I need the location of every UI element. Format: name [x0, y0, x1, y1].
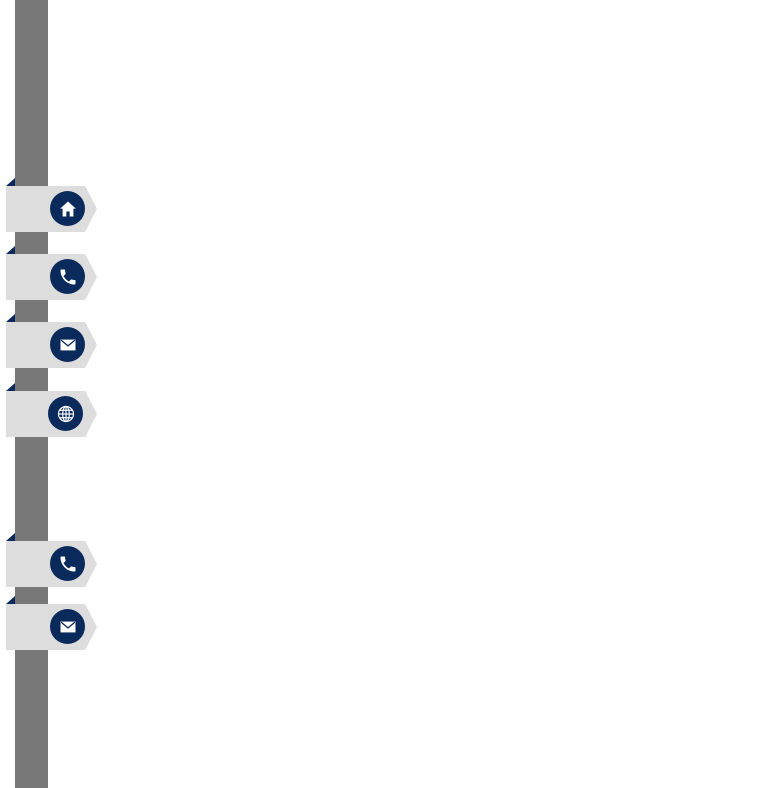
home-icon	[59, 201, 76, 216]
tab-fold-corner	[6, 596, 15, 604]
icon-badge	[50, 327, 85, 362]
tab-fold-corner	[6, 314, 15, 322]
icon-badge	[50, 546, 85, 581]
tab-phone[interactable]	[6, 246, 97, 300]
phone-icon	[60, 556, 75, 571]
phone-icon	[60, 269, 75, 284]
tab-phone-2[interactable]	[6, 533, 97, 587]
tab-fold-corner	[6, 533, 15, 541]
envelope-icon	[60, 339, 75, 350]
tab-email-2[interactable]	[6, 596, 97, 650]
tab-fold-corner	[6, 383, 15, 391]
icon-badge	[50, 259, 85, 294]
icon-badge	[48, 396, 83, 431]
tab-email[interactable]	[6, 314, 97, 368]
icon-badge	[50, 191, 85, 226]
tab-home[interactable]	[6, 178, 97, 232]
envelope-icon	[60, 621, 75, 632]
tab-fold-corner	[6, 178, 15, 186]
icon-badge	[50, 609, 85, 644]
globe-icon	[57, 405, 74, 422]
tab-fold-corner	[6, 246, 15, 254]
tab-website[interactable]	[6, 383, 97, 437]
